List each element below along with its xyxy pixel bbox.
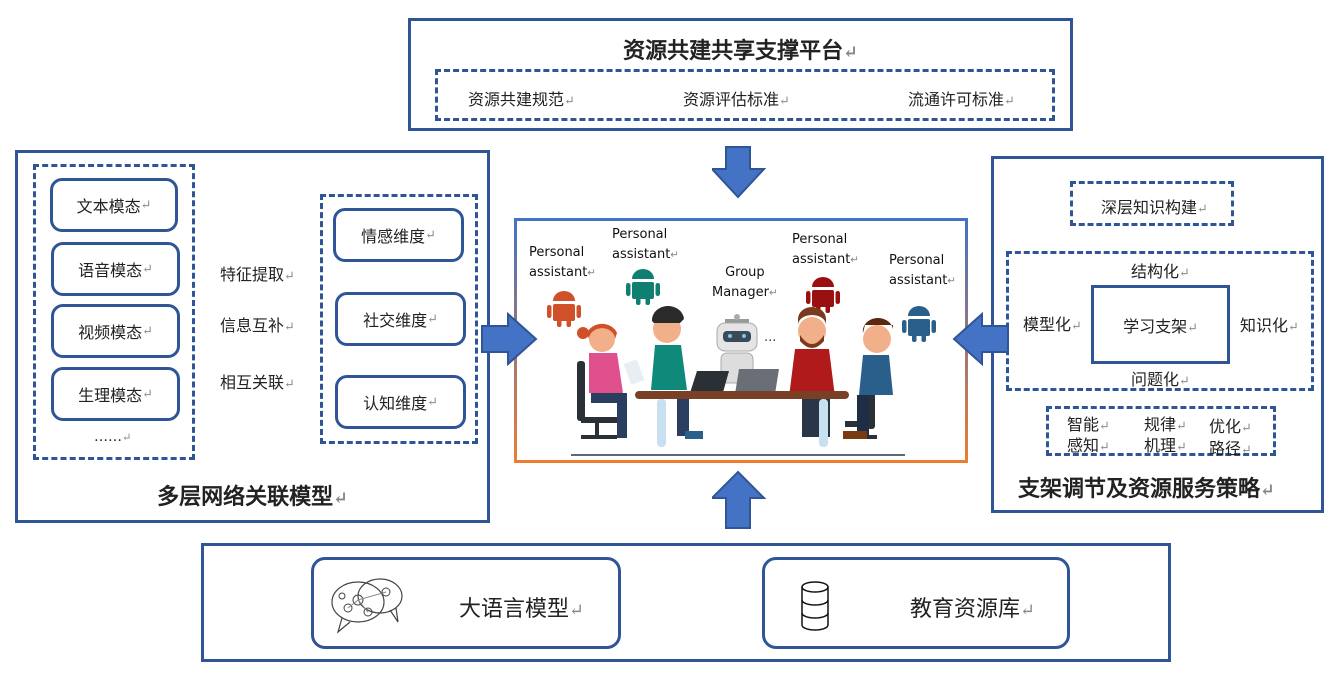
deep-knowledge-box: 深层知识构建 — [1070, 181, 1234, 226]
pair-rule: 规律 — [1144, 411, 1187, 435]
person-woman-icon — [577, 323, 645, 438]
scaffold-strategy-title: 支架调节及资源服务策略 — [1018, 471, 1275, 503]
person-man-right-icon — [843, 317, 893, 439]
multilayer-network-model-box: 文本模态 语音模态 视频模态 生理模态 …… 特征提取 信息互补 相互关联 情感… — [15, 150, 490, 523]
android-icon — [902, 306, 936, 342]
standard-item: 资源共建规范 — [468, 86, 575, 110]
ellipsis: ··· — [764, 334, 776, 349]
person-bearded-man-icon — [789, 307, 835, 437]
structured-label: 结构化 — [1131, 258, 1190, 282]
android-icon — [626, 269, 660, 305]
foundation-box: 大语言模型 教育资源库 — [201, 543, 1171, 662]
llm-box: 大语言模型 — [311, 557, 621, 649]
chat-network-icon — [331, 578, 403, 634]
standard-item: 流通许可标准 — [908, 86, 1015, 110]
pair-optimize: 优化 — [1209, 413, 1252, 437]
scaffold-dimensions-group: 结构化 模型化 学习支架 知识化 问题化 — [1006, 251, 1314, 391]
dimension-cognitive: 认知维度 — [335, 375, 466, 429]
arrow-up-icon — [712, 470, 767, 529]
arrow-down-icon — [712, 146, 767, 199]
process-correlation: 相互关联 — [220, 369, 295, 393]
process-info-complement: 信息互补 — [220, 312, 295, 336]
modality-group: 文本模态 语音模态 视频模态 生理模态 …… — [33, 164, 195, 460]
learning-scaffold-box: 学习支架 — [1091, 285, 1230, 364]
platform-box: 资源共建共享支撑平台 资源共建规范 资源评估标准 流通许可标准 — [408, 18, 1073, 131]
modality-text: 文本模态 — [50, 178, 178, 232]
modality-more: …… — [94, 429, 131, 445]
arrow-right-icon — [481, 312, 538, 366]
llm-label: 大语言模型 — [459, 591, 584, 623]
problem-label: 问题化 — [1131, 366, 1190, 390]
android-icon — [547, 291, 581, 327]
process-feature-extraction: 特征提取 — [220, 261, 295, 285]
meeting-table — [635, 391, 849, 399]
edu-resource-db-box: 教育资源库 — [762, 557, 1070, 649]
pair-intelligent: 智能 — [1067, 411, 1110, 435]
deep-knowledge-label: 深层知识构建 — [1101, 194, 1208, 218]
pair-mechanism: 机理 — [1144, 432, 1187, 456]
edu-resource-db-label: 教育资源库 — [910, 591, 1035, 623]
multilayer-model-title: 多层网络关联模型 — [18, 479, 487, 511]
platform-standards-group: 资源共建规范 资源评估标准 流通许可标准 — [435, 69, 1055, 121]
modality-physio: 生理模态 — [51, 367, 180, 421]
laptop-icon — [689, 369, 779, 396]
standard-item: 资源评估标准 — [683, 86, 790, 110]
scene-illustration: ··· — [547, 269, 936, 456]
strategy-pairs-group: 智能 感知 规律 机理 优化 路径 — [1046, 406, 1276, 459]
modality-speech: 语音模态 — [51, 242, 180, 296]
pair-path: 路径 — [1209, 435, 1252, 459]
platform-title: 资源共建共享支撑平台 — [411, 33, 1070, 65]
knowledge-label: 知识化 — [1240, 312, 1299, 336]
arrow-left-icon — [952, 312, 1009, 366]
pair-perception: 感知 — [1067, 432, 1110, 456]
modeled-label: 模型化 — [1023, 311, 1082, 335]
dimension-emotion: 情感维度 — [333, 208, 464, 262]
modality-video: 视频模态 — [51, 304, 180, 358]
database-icon — [801, 581, 829, 631]
dimension-group: 情感维度 社交维度 认知维度 — [320, 194, 478, 444]
scaffold-strategy-box: 深层知识构建 结构化 模型化 学习支架 知识化 问题化 智能 感知 规律 机理 … — [991, 156, 1324, 513]
dimension-social: 社交维度 — [335, 292, 466, 346]
learning-scaffold-label: 学习支架 — [1123, 313, 1198, 337]
person-man-icon — [651, 305, 703, 439]
